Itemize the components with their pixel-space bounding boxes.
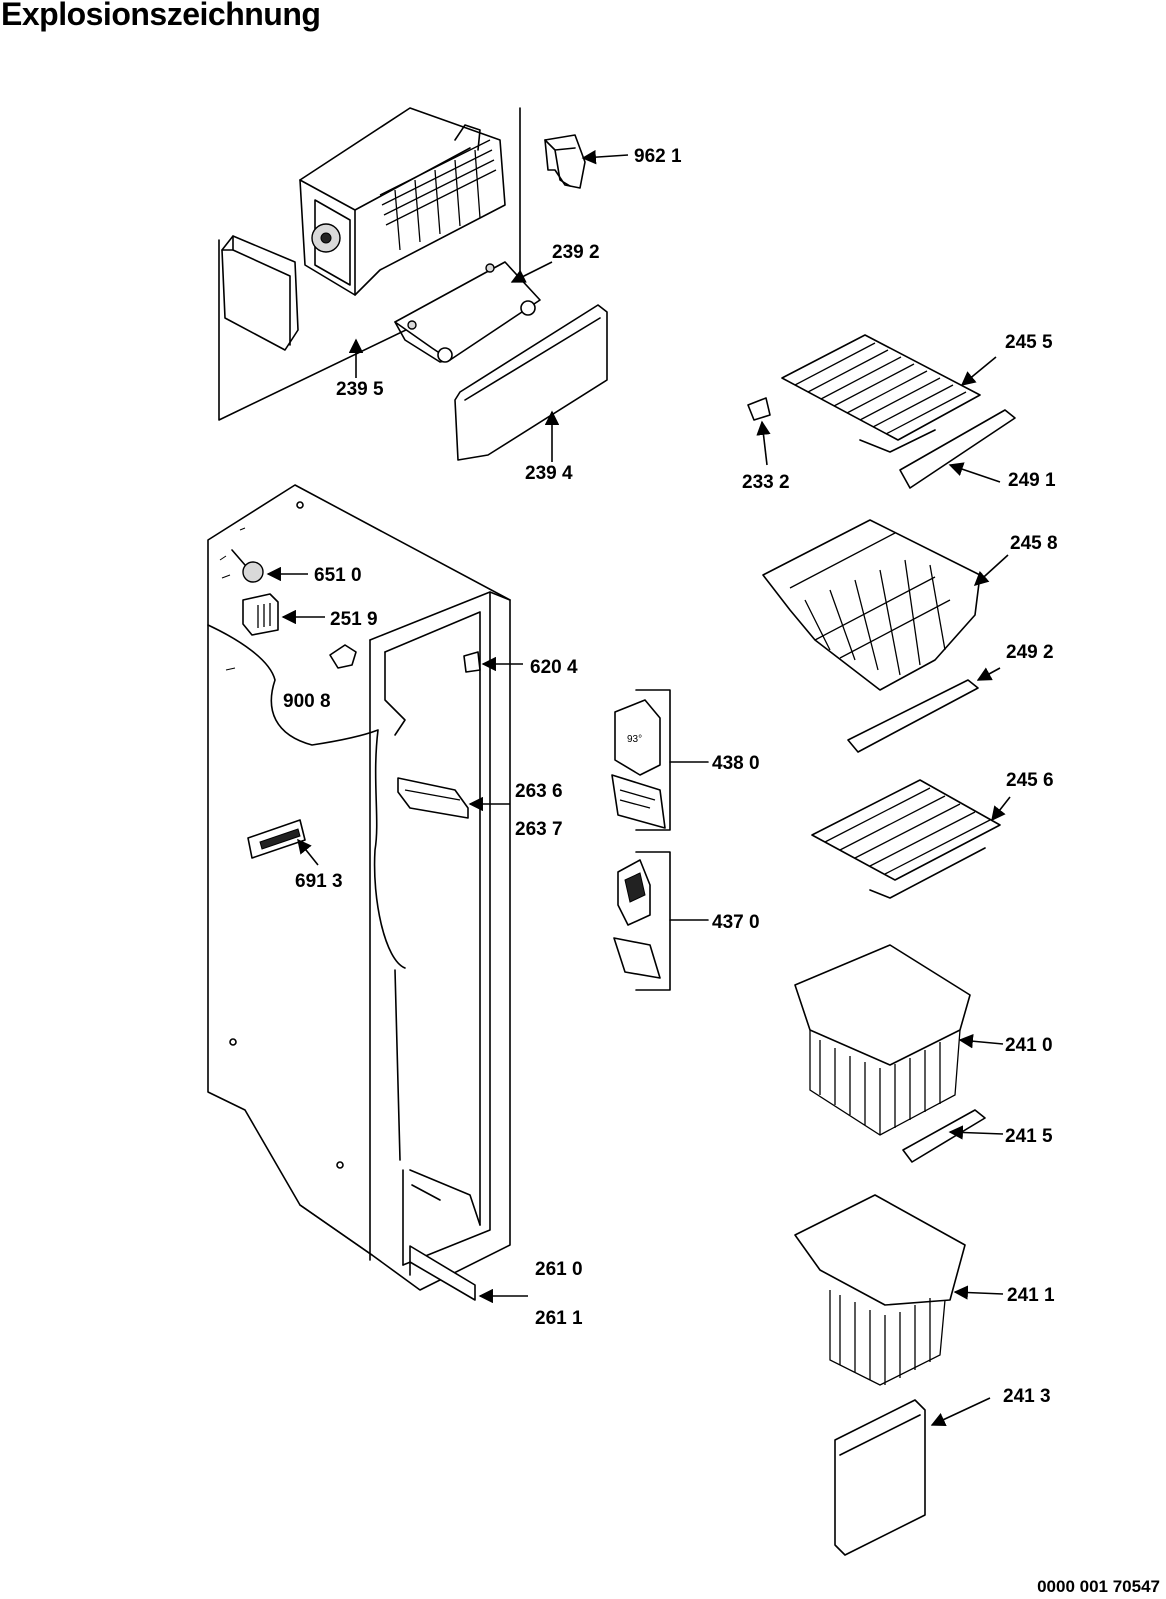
label-2458: 245 8: [1010, 533, 1058, 554]
label-2636: 263 6: [515, 781, 563, 802]
label-2392: 239 2: [552, 242, 600, 263]
document-number: 0000 001 70547: [1037, 1577, 1160, 1596]
label-2455: 245 5: [1005, 332, 1053, 353]
label-6204: 620 4: [530, 657, 578, 678]
label-2410: 241 0: [1005, 1035, 1053, 1056]
label-2492: 249 2: [1006, 642, 1054, 663]
label-6913: 691 3: [295, 871, 343, 892]
label-4370: 437 0: [712, 912, 760, 933]
label-9008: 900 8: [283, 691, 331, 712]
part-labels: 962 1 239 2 239 5 239 4 245 5 233 2 249 …: [283, 146, 1058, 1407]
label-2332: 233 2: [742, 472, 790, 493]
label-2519: 251 9: [330, 609, 378, 630]
label-2415: 241 5: [1005, 1126, 1053, 1147]
label-2411: 241 1: [1007, 1285, 1055, 1306]
sensor-marking: 93°: [627, 734, 642, 745]
shelves-and-baskets: [747, 334, 1016, 1556]
label-2413: 241 3: [1003, 1386, 1051, 1407]
label-2456: 245 6: [1006, 770, 1054, 791]
electronic-modules: 93°: [611, 689, 709, 991]
label-2394: 239 4: [525, 463, 573, 484]
lamp-bulb-icon: [242, 561, 264, 583]
label-2491: 249 1: [1008, 470, 1056, 491]
label-9621: 962 1: [634, 146, 682, 167]
label-2611: 261 1: [535, 1308, 583, 1329]
label-4380: 438 0: [712, 753, 760, 774]
label-2637: 263 7: [515, 819, 563, 840]
label-2395: 239 5: [336, 379, 384, 400]
ice-maker-assembly: [218, 107, 629, 462]
page-title: Explosionszeichnung: [1, 0, 321, 32]
freezer-cabinet: [207, 484, 528, 1304]
label-2610: 261 0: [535, 1259, 583, 1280]
label-6510: 651 0: [314, 565, 362, 586]
